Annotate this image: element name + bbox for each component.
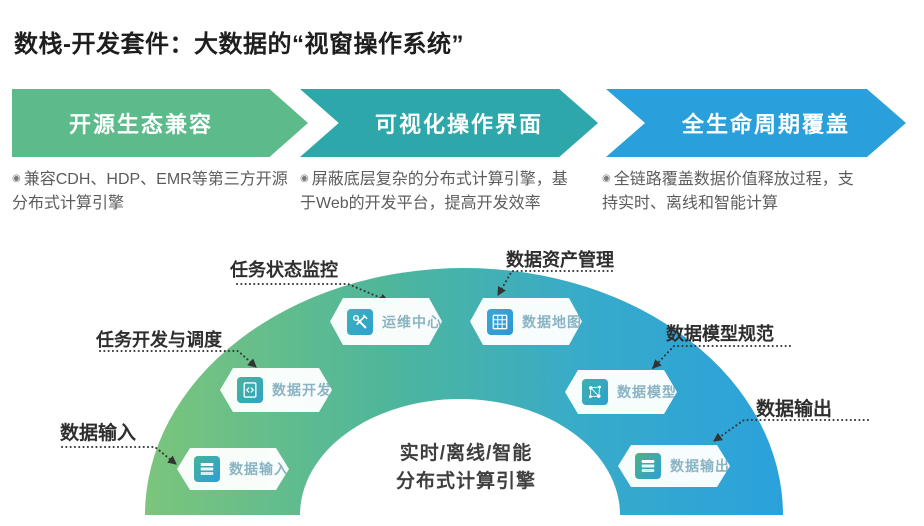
connector-data-asset <box>497 270 613 296</box>
node-label: 数据输入 <box>229 461 289 477</box>
node-data-map: 数据地图 <box>470 298 582 345</box>
banner-label: 全生命周期覆盖 <box>681 112 850 137</box>
banner-label: 开源生态兼容 <box>68 112 213 137</box>
banner-desc-visual-ui: ◉屏蔽底层复杂的分布式计算引擎，基于Web的开发平台，提高开发效率 <box>300 167 580 216</box>
layers-icon <box>194 456 220 482</box>
network-icon <box>582 379 608 405</box>
banner-visual-ui: 可视化操作界面 <box>300 89 598 157</box>
desc-text: 全链路覆盖数据价值释放过程，支持实时、离线和智能计算 <box>602 171 854 212</box>
label-data-output: 数据输出 <box>756 399 833 420</box>
banner-desc-open-source: ◉兼容CDH、HDP、EMR等第三方开源分布式计算引擎 <box>12 167 296 216</box>
connector-data-output <box>713 419 869 442</box>
node-label: 数据输出 <box>670 458 730 474</box>
node-ops-center: 运维中心 <box>330 298 442 345</box>
label-data-asset: 数据资产管理 <box>506 250 614 270</box>
engine-caption-line1: 实时/离线/智能 <box>399 443 533 464</box>
engine-caption-line2: 分布式计算引擎 <box>395 471 536 492</box>
label-task-monitor: 任务状态监控 <box>230 260 338 280</box>
desc-text: 屏蔽底层复杂的分布式计算引擎，基于Web的开发平台，提高开发效率 <box>300 171 568 212</box>
node-label: 数据地图 <box>522 313 582 330</box>
node-label: 数据模型 <box>617 384 677 400</box>
engine-caption: 实时/离线/智能 分布式计算引擎 <box>366 440 566 496</box>
grid-icon <box>487 309 513 335</box>
bullet-icon: ◉ <box>602 173 611 184</box>
connector-task-dev <box>99 350 257 368</box>
code-icon <box>237 377 263 403</box>
label-task-dev-sched: 任务开发与调度 <box>96 330 222 350</box>
tools-icon <box>347 309 373 335</box>
desc-text: 兼容CDH、HDP、EMR等第三方开源分布式计算引擎 <box>12 171 288 212</box>
node-data-output: 数据输出 <box>618 445 730 487</box>
node-label: 运维中心 <box>382 313 442 330</box>
layers-icon <box>635 453 661 479</box>
banner-desc-lifecycle: ◉全链路覆盖数据价值释放过程，支持实时、离线和智能计算 <box>602 167 858 216</box>
node-data-input: 数据输入 <box>177 448 289 490</box>
banner-lifecycle: 全生命周期覆盖 <box>606 89 906 157</box>
banner-open-source: 开源生态兼容 <box>12 89 308 157</box>
bullet-icon: ◉ <box>12 173 21 184</box>
node-data-model: 数据模型 <box>565 370 677 414</box>
connector-model-spec <box>652 345 791 369</box>
label-model-spec: 数据模型规范 <box>666 324 774 344</box>
banner-label: 可视化操作界面 <box>374 112 543 137</box>
node-label: 数据开发 <box>272 382 332 398</box>
connector-data-input <box>61 446 177 465</box>
node-data-dev: 数据开发 <box>220 368 332 412</box>
label-data-input: 数据输入 <box>60 423 137 444</box>
bullet-icon: ◉ <box>300 173 309 184</box>
page-title: 数栈-开发套件：大数据的“视窗操作系统” <box>14 31 464 58</box>
